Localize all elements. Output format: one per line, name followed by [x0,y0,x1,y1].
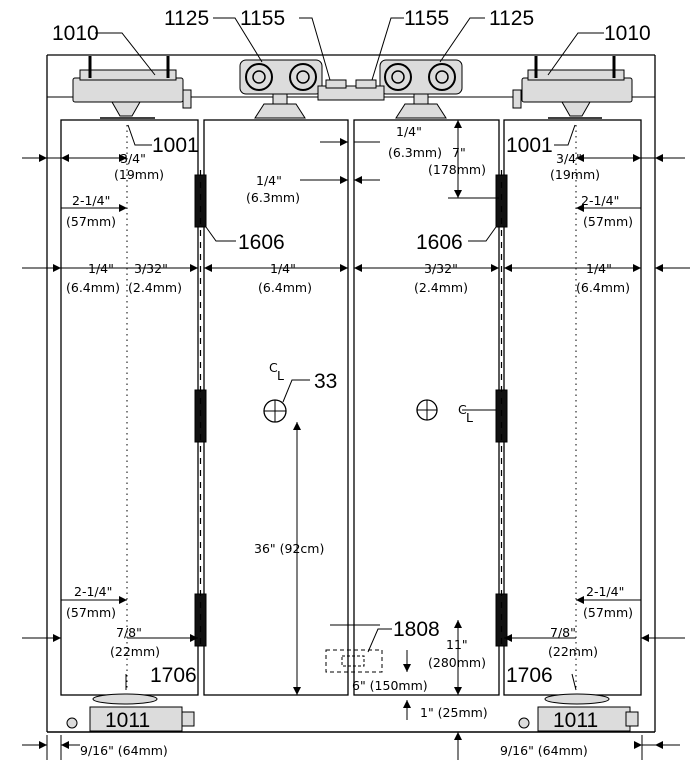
callout-clip-left: 1155 [240,7,285,30]
callout-bolt: 1808 [393,618,440,641]
svg-text:6" (150mm): 6" (150mm) [352,678,428,693]
callout-roller-right: 1125 [489,7,534,30]
svg-text:(2.4mm): (2.4mm) [128,280,182,295]
callout-roller-left: 1125 [164,7,209,30]
svg-text:(280mm): (280mm) [428,655,486,670]
svg-text:1/4": 1/4" [88,261,114,276]
leader-lines [95,17,604,691]
bolt-symbol [325,649,383,673]
svg-text:(178mm): (178mm) [428,162,486,177]
svg-text:7": 7" [452,145,466,160]
callout-pivot-right: 1001 [506,134,553,157]
floor-pivot-left [66,693,195,732]
svg-text:(6.3mm): (6.3mm) [388,145,442,160]
centerline-symbol: C [269,360,278,375]
svg-text:36" (92cm): 36" (92cm) [254,541,324,556]
callout-floor-pivot-left: 1706 [150,664,197,687]
top-bracket-left [72,56,192,119]
callout-bracket-left: 1010 [52,22,99,45]
svg-text:1/4": 1/4" [256,173,282,188]
callout-pivot-left: 1001 [152,134,199,157]
door-panels [60,119,642,696]
svg-text:(2.4mm): (2.4mm) [414,280,468,295]
top-bracket-right [512,56,633,119]
svg-text:3/4": 3/4" [120,151,146,166]
handle-symbols: C L C L [263,360,496,425]
arrowheads [39,120,663,749]
svg-text:7/8": 7/8" [550,625,576,640]
roller-carrier-right [379,59,463,119]
svg-text:(19mm): (19mm) [114,167,164,182]
callout-floor-bracket-right: 1011 [553,709,598,732]
svg-text:(6.4mm): (6.4mm) [258,280,312,295]
center-clip [317,79,385,101]
callout-floor-bracket-left: 1011 [105,709,150,732]
floor-pivot-right [518,693,639,732]
svg-text:1/4": 1/4" [586,261,612,276]
svg-text:2-1/4": 2-1/4" [581,193,619,208]
svg-text:2-1/4": 2-1/4" [74,584,112,599]
svg-text:(6.4mm): (6.4mm) [576,280,630,295]
callout-clip-right: 1155 [404,7,449,30]
roller-carrier-left [239,59,323,119]
callout-floor-pivot-right: 1706 [506,664,553,687]
svg-text:(19mm): (19mm) [550,167,600,182]
callout-hinge-left: 1606 [238,231,285,254]
svg-text:11": 11" [446,637,468,652]
callout-handle: 33 [314,370,337,393]
callout-labels: 1010 1125 1155 1155 1125 1010 1001 1001 … [52,7,651,732]
svg-text:(57mm): (57mm) [583,214,633,229]
hinges [194,170,508,650]
svg-text:(57mm): (57mm) [66,605,116,620]
svg-text:(57mm): (57mm) [583,605,633,620]
svg-text:9/16" (64mm): 9/16" (64mm) [500,743,588,758]
svg-text:1/4": 1/4" [396,124,422,139]
svg-text:L: L [277,368,284,383]
door-panel-2 [203,119,349,696]
svg-text:3/32": 3/32" [134,261,168,276]
svg-text:2-1/4": 2-1/4" [586,584,624,599]
svg-text:3/4": 3/4" [556,151,582,166]
svg-text:1" (25mm): 1" (25mm) [420,705,488,720]
dimension-labels: 3/4" (19mm) 1/4" (6.3mm) 7" (178mm) 3/4"… [66,124,633,758]
svg-text:(6.3mm): (6.3mm) [246,190,300,205]
svg-text:3/32": 3/32" [424,261,458,276]
svg-text:9/16" (64mm): 9/16" (64mm) [80,743,168,758]
dimension-lines [22,120,690,760]
callout-hinge-right: 1606 [416,231,463,254]
svg-text:(6.4mm): (6.4mm) [66,280,120,295]
callout-bracket-right: 1010 [604,22,651,45]
svg-text:L: L [466,410,473,425]
svg-text:(22mm): (22mm) [110,644,160,659]
svg-text:2-1/4": 2-1/4" [72,193,110,208]
svg-text:7/8": 7/8" [116,625,142,640]
svg-text:1/4": 1/4" [270,261,296,276]
svg-text:(57mm): (57mm) [66,214,116,229]
svg-text:(22mm): (22mm) [548,644,598,659]
